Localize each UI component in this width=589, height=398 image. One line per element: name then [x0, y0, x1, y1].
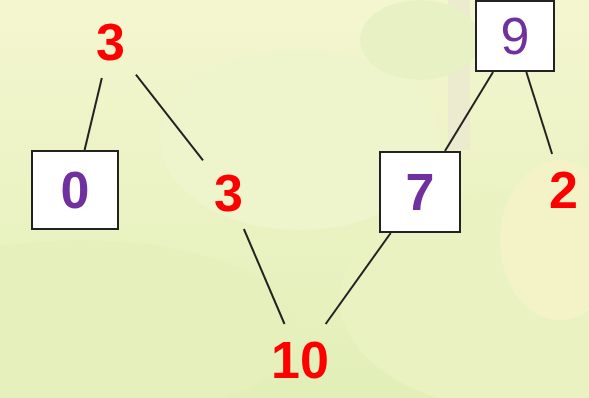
answer-box: 9: [475, 0, 555, 72]
whole-number: 3: [93, 14, 128, 70]
part-number: 2: [546, 162, 581, 218]
bond-line: [136, 75, 203, 161]
whole-number: 10: [268, 332, 332, 388]
answer-box: 0: [31, 150, 119, 230]
bond-line: [445, 72, 493, 151]
bond-line: [326, 233, 391, 324]
bond-line: [244, 229, 285, 324]
part-number: 3: [211, 165, 246, 221]
number-label: 3: [214, 167, 243, 219]
number-label: 3: [96, 16, 125, 68]
number-label: 0: [61, 164, 90, 216]
answer-box: 7: [379, 151, 461, 233]
bond-line: [85, 78, 102, 150]
number-label: 2: [549, 164, 578, 216]
number-label: 9: [501, 10, 530, 62]
number-label: 10: [271, 334, 329, 386]
number-label: 7: [406, 166, 435, 218]
bond-line: [526, 72, 552, 154]
